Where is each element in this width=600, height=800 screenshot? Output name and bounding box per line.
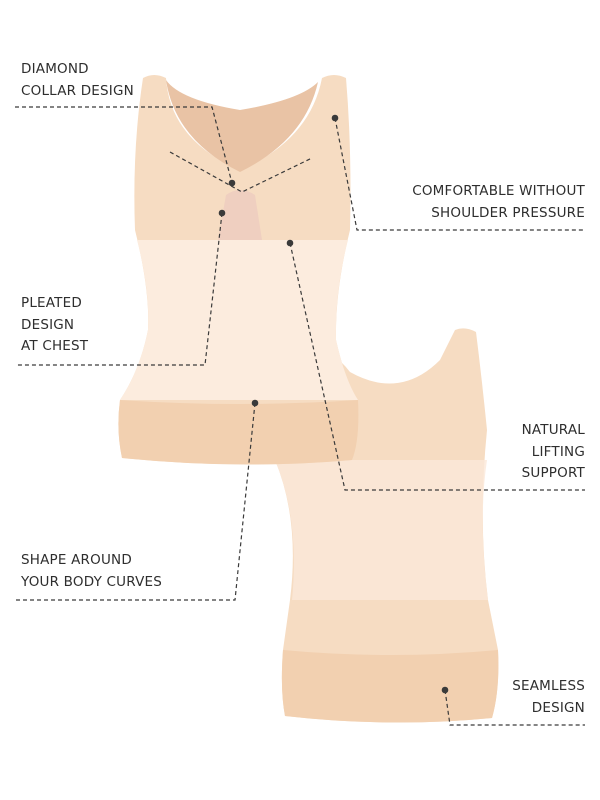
callout-text: NATURAL: [521, 422, 585, 438]
callout-text: YOUR BODY CURVES: [21, 573, 163, 590]
callout-text: AT CHEST: [21, 338, 89, 354]
callout-line-diamond: [15, 106, 233, 184]
callout-shoulder: COMFORTABLE WITHOUT SHOULDER PRESSURE: [412, 181, 585, 224]
callout-line-seamless: [444, 689, 585, 726]
neckline-dashed-outline: [169, 151, 313, 193]
callout-text: DESIGN: [531, 699, 585, 716]
callout-text: COLLAR DESIGN: [21, 82, 134, 99]
callout-text: SHOULDER PRESSURE: [431, 204, 585, 221]
callout-text: COMFORTABLE WITHOUT: [412, 183, 585, 199]
callout-text: DESIGN: [21, 316, 75, 333]
callout-diamond-collar: DIAMOND COLLAR DESIGN: [21, 59, 134, 102]
callout-text: LIFTING: [531, 443, 585, 460]
callout-shape: SHAPE AROUND YOUR BODY CURVES: [21, 550, 162, 593]
callout-line-shoulder: [334, 117, 585, 231]
front-view-garment: [118, 75, 359, 465]
callout-lifting: NATURAL LIFTING SUPPORT: [522, 420, 585, 485]
callout-text: SUPPORT: [521, 465, 585, 481]
callout-pleated: PLEATED DESIGN AT CHEST: [21, 293, 88, 358]
callout-line-shape: [15, 402, 256, 601]
callout-text: SEAMLESS: [512, 678, 585, 694]
callout-dots: [218, 114, 449, 694]
callout-line-lifting: [289, 242, 585, 491]
callout-seamless: SEAMLESS DESIGN: [512, 676, 585, 719]
callout-line-pleated: [15, 212, 223, 366]
callout-text: PLEATED: [21, 295, 82, 311]
callout-text: SHAPE AROUND: [21, 552, 132, 568]
callout-lines: [15, 106, 585, 726]
callout-text: DIAMOND: [21, 61, 89, 77]
